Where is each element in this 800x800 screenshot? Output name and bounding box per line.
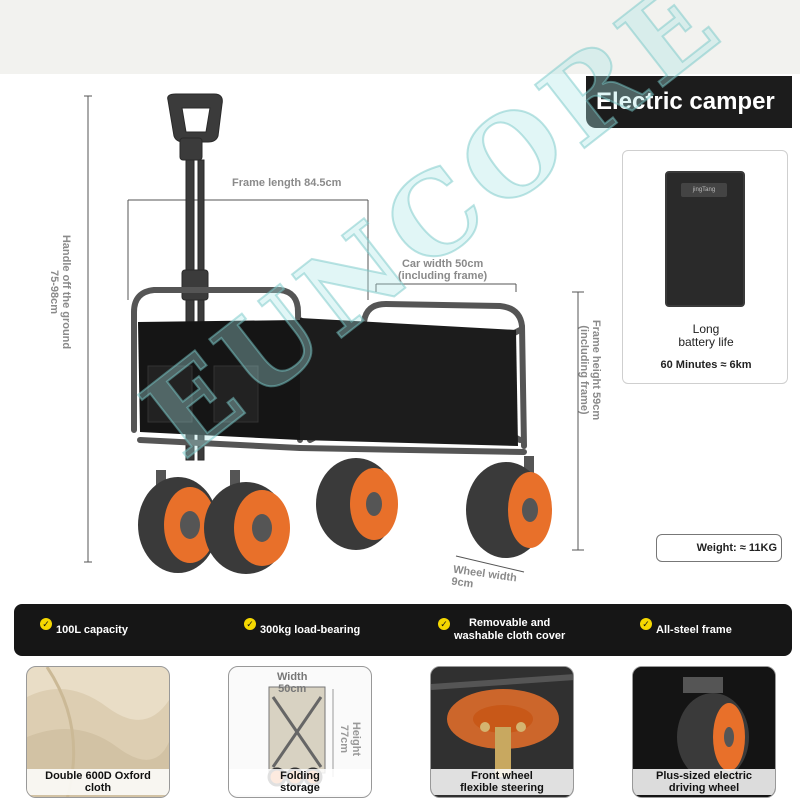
thumb-caption-line1: Front wheel [471,770,533,782]
feature-text: 100L capacity [56,623,128,636]
frame-height-label: Frame height 59cm (including frame) [578,270,602,470]
thumb-caption: Folding storage [229,769,371,795]
car-width-label: Car width 50cm (including frame) [398,258,487,282]
handle-height-line1: Handle off the ground [60,234,72,350]
height-value: 77cm [338,724,350,754]
feature-text: All-steel frame [656,623,732,636]
wheel-front-right [466,456,552,558]
wheel-rear-right [316,458,398,550]
feature-text: Removable and washable cloth cover [454,617,565,643]
frame-height-line2: (including frame) [578,325,590,415]
feature-bar: ✓ 100L capacity ✓ 300kg load-bearing ✓ R… [14,604,792,656]
car-width-line1: Car width 50cm [401,258,484,270]
folded-wagon-image [267,686,334,787]
thumb-caption: Front wheel flexible steering [431,769,573,795]
folding-height-label: Height 77cm [338,704,362,774]
top-band [0,0,800,74]
check-icon: ✓ [244,618,256,630]
height-label: Height [350,721,362,757]
feature-cover-line1: Removable and [468,617,551,629]
feature-frame: ✓ All-steel frame [640,604,732,656]
battery-life-line2: battery life [678,335,734,349]
folding-width-label: Width 50cm [277,671,307,695]
car-width-line2: (including frame) [398,270,488,282]
dimension-lines [84,95,584,573]
wheel-rear-left [138,470,218,573]
feature-capacity: ✓ 100L capacity [40,604,128,656]
check-icon: ✓ [640,618,652,630]
feature-load: ✓ 300kg load-bearing [244,604,360,656]
thumb-caption-line2: storage [280,782,320,794]
feature-cover: ✓ Removable and washable cloth cover [438,604,565,656]
page-title: Electric camper [596,88,775,115]
wheel-front-left [204,470,290,574]
battery-brand: jingTang [681,183,727,197]
width-value: 50cm [278,683,307,695]
check-icon: ✓ [40,618,52,630]
thumb-caption: Double 600D Oxford cloth [27,769,169,795]
thumb-caption-line1: Plus-sized electric [656,770,752,782]
thumb-oxford-cloth: Double 600D Oxford cloth [26,666,170,798]
battery-life-line1: Long [692,322,720,336]
wagon-fabric [138,318,518,446]
thumb-front-wheel: Front wheel flexible steering [430,666,574,798]
battery-card: jingTang Long battery life 60 Minutes ≈ … [622,150,788,384]
thumb-caption-line2: cloth [84,782,112,794]
thumb-caption-line2: driving wheel [668,782,740,794]
thumb-driving-wheel: Plus-sized electric driving wheel [632,666,776,798]
wagon-illustration [84,93,584,574]
weight-box: Weight: ≈ 11KG [656,534,782,562]
battery-life-label: Long battery life [623,323,789,349]
frame-length-label: Frame length 84.5cm [232,177,342,189]
check-icon: ✓ [438,618,450,630]
handle [167,93,223,461]
handle-height-label: Handle off the ground 75-98cm [48,192,72,392]
thumb-folding-storage: Width 50cm Height 77cm Folding storage [228,666,372,798]
thumb-caption-line1: Folding [280,770,320,782]
thumb-caption: Plus-sized electric driving wheel [633,769,775,795]
feature-cover-line2: washable cloth cover [454,630,566,642]
battery-runtime: 60 Minutes ≈ 6km [660,359,752,371]
battery-icon: jingTang [665,171,745,307]
handle-height-line2: 75-98cm [48,269,60,315]
thumb-caption-line2: flexible steering [460,782,544,794]
title-badge: Electric camper [586,76,792,128]
width-label: Width [277,671,308,683]
thumb-caption-line1: Double 600D Oxford [45,770,151,782]
feature-text: 300kg load-bearing [260,623,361,636]
frame-height-line1: Frame height 59cm [590,319,602,421]
